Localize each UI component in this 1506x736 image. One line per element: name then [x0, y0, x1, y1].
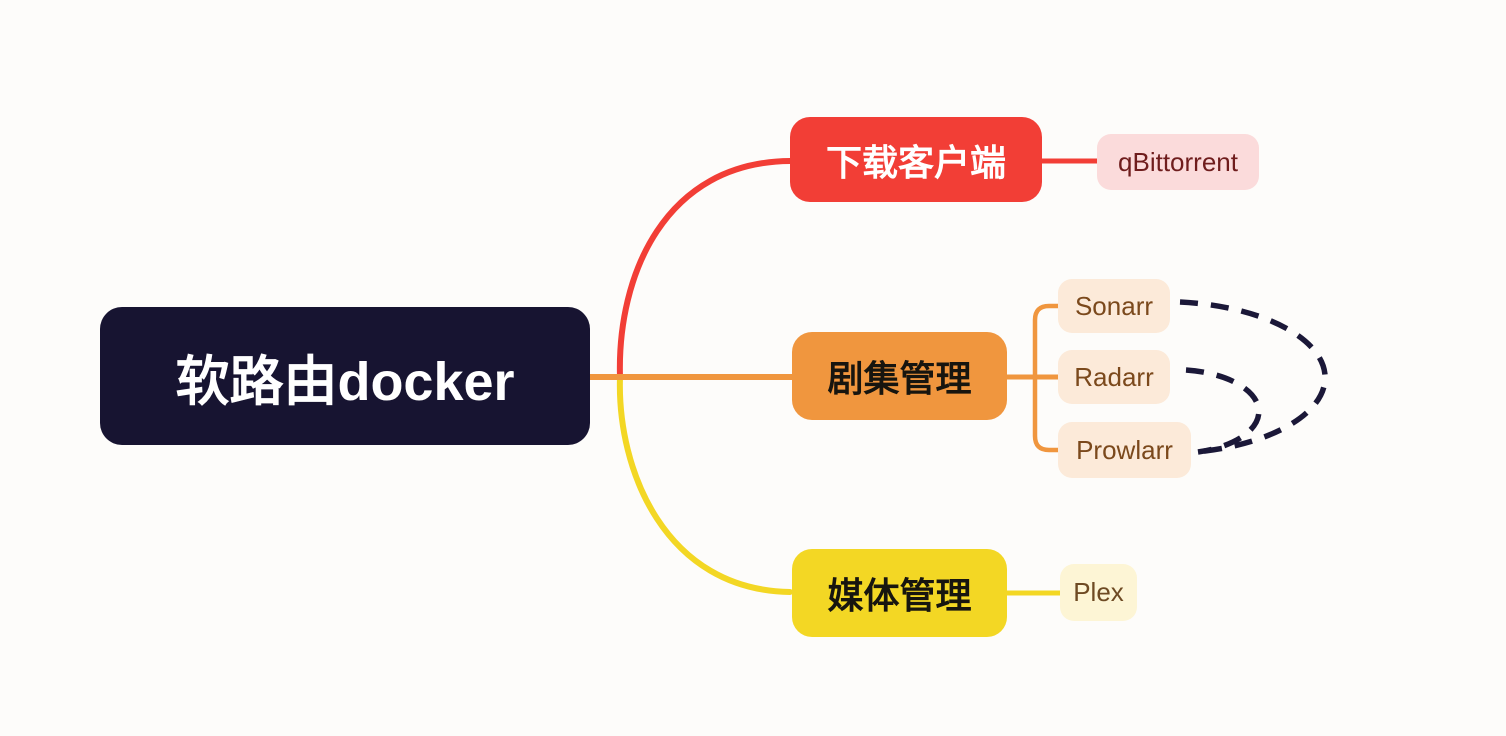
edge-root-download: [616, 158, 793, 380]
dashed-link-sonarr-prowlarr: [1179, 299, 1328, 455]
leaf-node-radarr[interactable]: Radarr: [1058, 350, 1170, 404]
leaf-node-qbittorrent[interactable]: qBittorrent: [1097, 134, 1259, 190]
branch-node-series-management[interactable]: 剧集管理: [792, 332, 1007, 420]
edge-root-media: [587, 374, 793, 595]
branch-node-download-client[interactable]: 下载客户端: [790, 117, 1042, 202]
root-node[interactable]: 软路由docker: [100, 307, 590, 445]
leaf-node-plex[interactable]: Plex: [1060, 564, 1137, 621]
leaf-node-sonarr[interactable]: Sonarr: [1058, 279, 1170, 333]
branch-node-media-management[interactable]: 媒体管理: [792, 549, 1007, 637]
leaf-node-prowlarr[interactable]: Prowlarr: [1058, 422, 1191, 478]
edge-series-sonarr: [1032, 303, 1061, 380]
edge-series-prowlarr: [1032, 374, 1061, 453]
dashed-link-radarr-prowlarr: [1185, 367, 1262, 455]
